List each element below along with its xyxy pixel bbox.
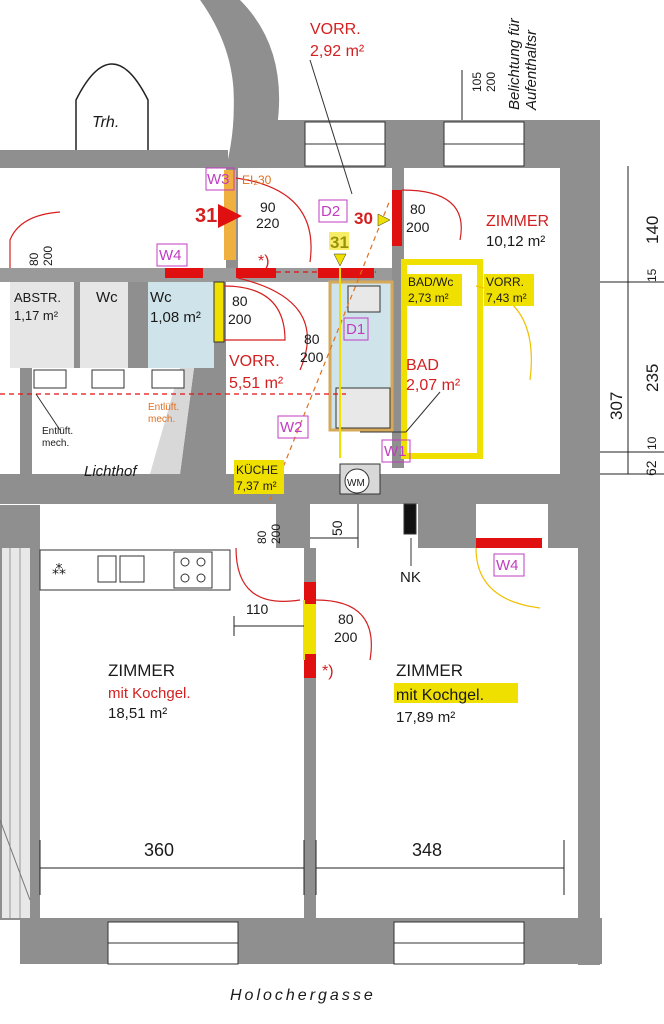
svg-text:10: 10 [645,436,659,450]
labels: VORR. 2,92 m² Trh. Belichtung für Aufent… [14,17,662,1004]
svg-text:15: 15 [645,268,659,282]
bad-area: 2,07 m² [406,377,461,394]
vent-line1: Entlüft. [42,426,73,437]
stair-label: Trh. [92,114,119,131]
star-1: *) [258,253,270,270]
door-80d-w: 80 [304,331,320,347]
tag-w3: W3 [207,171,230,188]
zimmer-se-area: 17,89 m² [396,709,455,726]
dim-10-label: 10 [645,436,659,450]
tag-w2: W2 [280,419,303,436]
highlight-outlines [213,259,483,672]
svg-text:235: 235 [643,364,662,392]
svg-text:Belichtung für: Belichtung für [506,17,523,110]
door-80b-dims: 80 200 [27,246,55,266]
door-80d-h: 200 [300,349,324,365]
vent2-line2: mech. [148,414,175,425]
tag-w1: W1 [384,443,407,460]
dashed-lines [0,199,391,501]
zimmer-sw-area: 18,51 m² [108,705,167,722]
dim-307-label: 307 [607,392,626,420]
svg-text:80: 80 [27,252,41,266]
door-80c-h: 200 [228,311,252,327]
niche-label: NK [400,569,421,586]
dim-62-label: 62 [643,460,659,476]
dim-50-label: 50 [329,520,345,536]
wc1-name: Wc [96,289,118,306]
door-80e-dims: 80 200 [255,524,283,544]
svg-text:307: 307 [607,392,626,420]
svg-text:200: 200 [484,72,498,92]
zimmer-sw-name: ZIMMER [108,661,175,680]
wc2-room [148,282,214,368]
kueche-name: KÜCHE [236,463,278,477]
svg-text:Aufenthaltsr: Aufenthaltsr [523,29,540,111]
abstr-area: 1,17 m² [14,308,59,323]
window-top-dims: 105 200 [470,72,498,92]
tag-w4a: W4 [159,247,182,264]
vorr-top-name: VORR. [310,21,361,38]
dim-15-label: 15 [645,268,659,282]
bad-wc-area: 2,73 m² [408,291,449,305]
svg-text:62: 62 [643,460,659,476]
fire-door-label: EI₂30 [242,173,272,187]
dimension-lines [39,70,664,895]
vorr-r-name: VORR. [486,275,524,289]
stair-window [75,63,149,150]
door-80f-h: 200 [334,629,358,645]
windows [33,121,525,965]
vorr-mid-name: VORR. [229,353,280,370]
zimmer-ne-name: ZIMMER [486,213,549,230]
leader-lines [35,59,441,566]
bad-wc-name: BAD/Wc [408,275,453,289]
tag-d1: D1 [346,321,365,338]
door-80a-w: 80 [410,201,426,217]
zimmer-se-name: ZIMMER [396,661,463,680]
dim-110: 110 [246,601,269,617]
door-80c-w: 80 [232,293,248,309]
wm-label: WM [347,478,365,489]
tag-30: 30 [354,209,373,228]
zimmer-ne-area: 10,12 m² [486,233,545,250]
dim-348: 348 [412,840,442,860]
lichthof-label: Lichthof [84,463,138,480]
svg-text:50: 50 [329,520,345,536]
vorr-r-area: 7,43 m² [486,291,527,305]
light-note: Belichtung für Aufenthaltsr [506,17,540,111]
zimmer-se-sub: mit Kochgel. [396,687,484,704]
kueche-area: 7,37 m² [236,479,277,493]
dim-360: 360 [144,840,174,860]
wc2-name: Wc [150,289,172,306]
vent2-line1: Entlüft. [148,402,179,413]
svg-text:140: 140 [643,216,662,244]
wc1-room [80,282,128,368]
svg-text:200: 200 [41,246,55,266]
door-90-h: 220 [256,215,280,231]
vorr-top-area: 2,92 m² [310,43,365,60]
tag-w4b: W4 [496,557,519,574]
yellow-lines [303,268,341,660]
abstr-name: ABSTR. [14,290,61,305]
door-80a-h: 200 [406,219,430,235]
dim-235-label: 235 [643,364,662,392]
zimmer-sw-sub: mit Kochgel. [108,685,191,702]
svg-text:200: 200 [269,524,283,544]
tag-d2: D2 [321,203,340,220]
vent-line2: mech. [42,438,69,449]
bad-name: BAD [406,357,439,374]
fixtures [39,285,417,591]
door-90-w: 90 [260,199,276,215]
street-name: Holochergasse [230,987,376,1004]
svg-text:80: 80 [255,530,269,544]
kitchen-symbol: ⁂ [52,561,66,577]
dim-140-label: 140 [643,216,662,244]
tag-31a: 31 [195,205,217,227]
door-80f-w: 80 [338,611,354,627]
star-2: *) [322,663,334,680]
wc2-area: 1,08 m² [150,309,201,326]
vorr-mid-area: 5,51 m² [229,375,284,392]
abstr-room [10,282,74,368]
svg-text:105: 105 [470,72,484,92]
